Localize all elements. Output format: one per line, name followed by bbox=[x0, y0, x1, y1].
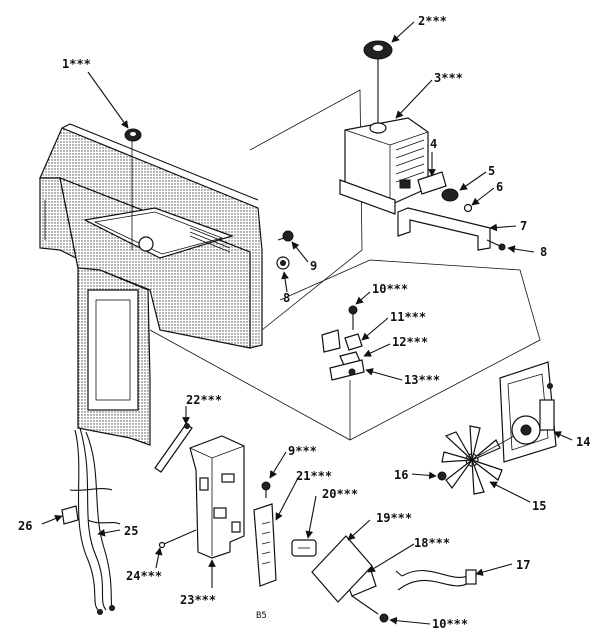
fan-blade-part-15 bbox=[441, 425, 515, 495]
screw-part-9b bbox=[261, 481, 271, 498]
callout-18: 18*** bbox=[414, 536, 450, 550]
wire-harness-part-25 bbox=[69, 427, 121, 615]
callout-16: 16 bbox=[394, 468, 408, 482]
switch-assembly-11-13 bbox=[321, 329, 365, 440]
footer-mark: B5 bbox=[256, 611, 267, 621]
callout-5: 5 bbox=[488, 164, 495, 178]
connector-part-26 bbox=[61, 505, 79, 525]
screw-part-9 bbox=[277, 230, 294, 242]
callout-21: 21*** bbox=[296, 469, 332, 483]
callout-19: 19*** bbox=[376, 511, 412, 525]
callout-8-upper: 8 bbox=[540, 245, 547, 259]
callout-11: 11*** bbox=[390, 310, 426, 324]
washer-part-6 bbox=[463, 203, 473, 213]
thermal-part-5 bbox=[441, 188, 459, 202]
magnetron-part-3 bbox=[339, 117, 429, 215]
callout-9b: 9*** bbox=[288, 444, 317, 458]
screw-part-10-lower bbox=[379, 613, 389, 623]
callout-2: 2*** bbox=[418, 14, 447, 28]
screw-part-10-upper bbox=[348, 305, 358, 330]
latch-part-21 bbox=[253, 503, 277, 587]
callout-4: 4 bbox=[430, 137, 437, 151]
callout-10-lower: 10*** bbox=[432, 617, 468, 631]
callout-12: 12*** bbox=[392, 335, 428, 349]
nut-part-16 bbox=[437, 471, 447, 481]
wire-lead-part-17 bbox=[395, 569, 477, 591]
cabinet-frame bbox=[39, 123, 263, 446]
callout-26: 26 bbox=[18, 519, 32, 533]
callout-6: 6 bbox=[496, 180, 503, 194]
callout-14: 14 bbox=[576, 435, 590, 449]
lever-part-22 bbox=[154, 423, 193, 473]
callout-25: 25 bbox=[124, 524, 138, 538]
bracket-part-7 bbox=[397, 207, 491, 251]
callout-3: 3*** bbox=[434, 71, 463, 85]
callout-labels: 1*** 2*** 3*** 4 5 6 7 8 8 9 9*** 10*** … bbox=[18, 14, 590, 631]
nut-part-8-lower bbox=[276, 256, 290, 270]
pin-part-24 bbox=[158, 529, 197, 549]
callout-8-lower: 8 bbox=[283, 291, 290, 305]
callout-17: 17 bbox=[516, 558, 530, 572]
callout-7: 7 bbox=[520, 219, 527, 233]
callout-22: 22*** bbox=[186, 393, 222, 407]
assembly-boundary-line-2 bbox=[149, 259, 541, 441]
stirrer-part-2 bbox=[363, 40, 393, 125]
grommet-part-1 bbox=[124, 128, 142, 142]
callout-13: 13*** bbox=[404, 373, 440, 387]
leader-arrows bbox=[41, 21, 573, 625]
callout-15: 15 bbox=[532, 499, 546, 513]
interlock-bracket-part-23 bbox=[189, 435, 245, 559]
assembly-boundary-line bbox=[249, 89, 363, 331]
callout-20: 20*** bbox=[322, 487, 358, 501]
callout-23: 23*** bbox=[180, 593, 216, 607]
switch-part-20 bbox=[291, 539, 317, 557]
callout-24: 24*** bbox=[126, 569, 162, 583]
callout-9: 9 bbox=[310, 259, 317, 273]
screw-part-8-upper bbox=[486, 239, 506, 251]
callout-1: 1*** bbox=[62, 57, 91, 71]
fan-motor-part-14 bbox=[499, 361, 557, 463]
callout-10-upper: 10*** bbox=[372, 282, 408, 296]
insulator-part-19 bbox=[311, 535, 373, 603]
